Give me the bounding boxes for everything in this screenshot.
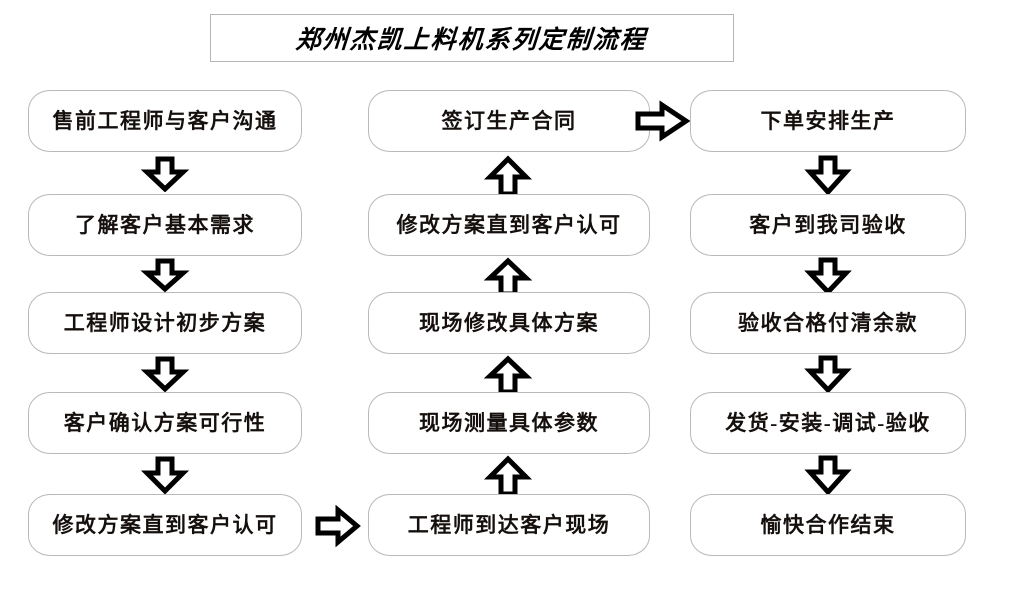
node-label: 工程师到达客户现场 xyxy=(407,512,611,537)
node-label: 现场测量具体参数 xyxy=(419,410,599,435)
node-col2-2[interactable]: 修改方案直到客户认可 xyxy=(368,194,650,256)
node-label: 了解客户基本需求 xyxy=(75,212,255,237)
node-label: 下单安排生产 xyxy=(760,108,896,133)
node-col3-1[interactable]: 下单安排生产 xyxy=(690,90,966,152)
down-arrow-icon-c3-1 xyxy=(802,155,854,195)
down-arrow-icon-c3-3 xyxy=(802,355,854,393)
node-col1-3[interactable]: 工程师设计初步方案 xyxy=(28,292,302,354)
down-arrow-icon-c1-3 xyxy=(139,356,191,392)
node-label: 客户确认方案可行性 xyxy=(63,410,267,435)
chart-title: 郑州杰凯上料机系列定制流程 xyxy=(295,27,649,54)
node-col1-4[interactable]: 客户确认方案可行性 xyxy=(28,392,302,454)
node-label: 验收合格付清余款 xyxy=(738,310,918,335)
node-col2-1[interactable]: 签订生产合同 xyxy=(368,90,650,152)
node-label: 售前工程师与客户沟通 xyxy=(52,108,278,133)
node-label: 修改方案直到客户认可 xyxy=(52,512,278,537)
node-col1-5[interactable]: 修改方案直到客户认可 xyxy=(28,494,302,556)
node-label: 工程师设计初步方案 xyxy=(63,310,267,335)
chart-title-box: 郑州杰凯上料机系列定制流程 xyxy=(210,14,734,62)
up-arrow-icon-c2-2 xyxy=(482,257,534,297)
right-arrow-icon-col2-col3 xyxy=(634,100,692,142)
node-col2-4[interactable]: 现场测量具体参数 xyxy=(368,392,650,454)
node-col1-1[interactable]: 售前工程师与客户沟通 xyxy=(28,90,302,152)
node-col3-5[interactable]: 愉快合作结束 xyxy=(690,494,966,556)
down-arrow-icon-c3-2 xyxy=(802,257,854,295)
node-label: 现场修改具体方案 xyxy=(419,310,599,335)
node-col2-3[interactable]: 现场修改具体方案 xyxy=(368,292,650,354)
node-label: 修改方案直到客户认可 xyxy=(396,212,622,237)
down-arrow-icon-c1-1 xyxy=(139,156,191,192)
down-arrow-icon-c1-2 xyxy=(139,258,191,292)
node-col2-5[interactable]: 工程师到达客户现场 xyxy=(368,494,650,556)
node-label: 客户到我司验收 xyxy=(749,212,907,237)
node-col3-4[interactable]: 发货-安装-调试-验收 xyxy=(690,392,966,454)
down-arrow-icon-c1-4 xyxy=(139,456,191,494)
right-arrow-icon-col1-col2 xyxy=(314,505,362,547)
node-label: 签订生产合同 xyxy=(441,108,577,133)
down-arrow-icon-c3-4 xyxy=(802,455,854,495)
up-arrow-icon-c2-4 xyxy=(482,455,534,497)
up-arrow-icon-c2-1 xyxy=(482,155,534,197)
up-arrow-icon-c2-3 xyxy=(482,355,534,395)
node-col3-2[interactable]: 客户到我司验收 xyxy=(690,194,966,256)
node-label: 发货-安装-调试-验收 xyxy=(725,410,931,435)
node-label: 愉快合作结束 xyxy=(760,512,896,537)
node-col1-2[interactable]: 了解客户基本需求 xyxy=(28,194,302,256)
node-col3-3[interactable]: 验收合格付清余款 xyxy=(690,292,966,354)
